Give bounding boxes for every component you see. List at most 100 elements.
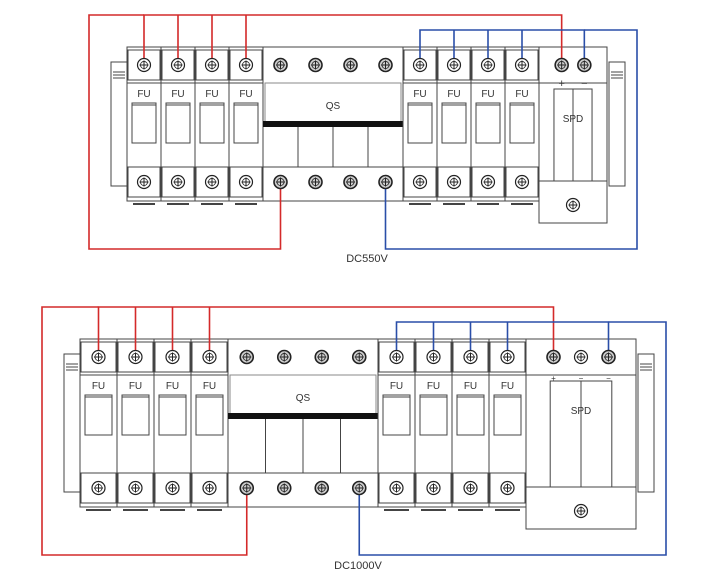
wires-layer xyxy=(41,14,667,556)
screw-terminal-icon xyxy=(463,349,478,365)
fuse-label: FU xyxy=(171,89,184,100)
din-clip-icon xyxy=(63,353,81,493)
diagram-caption: DC1000V xyxy=(334,560,382,572)
fuse-holder xyxy=(509,102,535,144)
din-clip-icon xyxy=(608,61,626,187)
fuse-holder xyxy=(407,102,433,144)
fuse-holder xyxy=(195,394,224,436)
screw-terminal-icon xyxy=(378,57,393,73)
screw-terminal-icon xyxy=(276,480,292,496)
spd-terminal-sign: + xyxy=(551,374,556,383)
screw-terminal-icon xyxy=(91,480,106,496)
screw-terminal-icon xyxy=(412,174,428,190)
fuse-module xyxy=(126,46,162,205)
screw-terminal-icon xyxy=(378,174,393,190)
screw-terminal-icon xyxy=(351,480,367,496)
screw-terminal-icon xyxy=(389,480,404,496)
screw-terminal-icon xyxy=(412,57,428,73)
surge-protector-spd xyxy=(538,46,608,224)
screw-terminal-icon xyxy=(202,480,217,496)
screw-terminal-icon xyxy=(128,480,143,496)
din-clip-icon xyxy=(637,353,655,493)
wire xyxy=(395,321,610,357)
screw-terminal-icon xyxy=(136,174,152,190)
screw-terminal-icon xyxy=(308,57,323,73)
screw-terminal-icon xyxy=(446,174,462,190)
screw-terminal-icon xyxy=(238,174,254,190)
screw-terminal-icon xyxy=(577,57,592,73)
screw-terminal-icon xyxy=(480,57,496,73)
spd-label: SPD xyxy=(563,114,584,125)
screw-terminal-icon xyxy=(202,349,217,365)
wire xyxy=(358,321,667,556)
screw-terminal-icon xyxy=(601,349,616,365)
fuse-label: FU xyxy=(447,89,460,100)
spd-terminal-sign: − xyxy=(606,374,611,383)
spd-terminal-sign: − xyxy=(579,374,584,383)
spd-plus-sign: + xyxy=(558,78,564,90)
screw-terminal-icon xyxy=(554,57,569,73)
fuse-holder xyxy=(441,102,467,144)
qs-handle-bar xyxy=(263,121,403,127)
screw-terminal-icon xyxy=(573,503,589,519)
screw-terminal-icon xyxy=(170,174,186,190)
screw-terminal-icon xyxy=(343,57,358,73)
screw-terminal-icon xyxy=(343,174,358,190)
qs-handle-bar xyxy=(228,413,378,419)
fuse-label: FU xyxy=(205,89,218,100)
screw-terminal-icon xyxy=(573,349,589,365)
screw-terminal-icon xyxy=(514,174,530,190)
screw-terminal-icon xyxy=(204,174,220,190)
screw-terminal-icon xyxy=(514,57,530,73)
wire xyxy=(419,29,586,65)
fuse-holder xyxy=(199,102,225,144)
fuse-label: FU xyxy=(501,381,514,392)
screw-terminal-icon xyxy=(238,57,254,73)
surge-protector-spd xyxy=(525,338,637,530)
fuse-holder xyxy=(165,102,191,144)
fuse-label: FU xyxy=(390,381,403,392)
terminals-layer xyxy=(91,57,616,519)
fuse-holder xyxy=(121,394,150,436)
screw-terminal-icon xyxy=(128,349,143,365)
qs-label-panel xyxy=(264,82,402,124)
fuse-label: FU xyxy=(239,89,252,100)
fuse-bottom-block xyxy=(127,166,161,198)
fuse-label: FU xyxy=(203,381,216,392)
screw-terminal-icon xyxy=(426,480,441,496)
isolator-switch-qs xyxy=(227,338,379,508)
screw-terminal-icon xyxy=(276,349,292,365)
fuse-label: FU xyxy=(92,381,105,392)
screw-terminal-icon xyxy=(314,480,330,496)
fuse-holder xyxy=(419,394,448,436)
qs-label-panel xyxy=(229,374,377,416)
screw-terminal-icon xyxy=(314,349,330,365)
fuse-holder xyxy=(382,394,411,436)
qs-label: QS xyxy=(296,393,311,404)
screw-terminal-icon xyxy=(204,57,220,73)
screw-terminal-icon xyxy=(546,349,561,365)
wire xyxy=(143,14,563,65)
fuse-label: FU xyxy=(129,381,142,392)
fuse-label: FU xyxy=(515,89,528,100)
screw-terminal-icon xyxy=(351,349,367,365)
screw-terminal-icon xyxy=(389,349,404,365)
fuse-holder xyxy=(84,394,113,436)
fuse-label: FU xyxy=(413,89,426,100)
fuse-module xyxy=(79,338,118,511)
fuse-holder xyxy=(456,394,485,436)
wire xyxy=(384,29,638,250)
fuse-label: FU xyxy=(166,381,179,392)
fuse-holder xyxy=(158,394,187,436)
screw-terminal-icon xyxy=(165,480,180,496)
fuse-holder xyxy=(493,394,522,436)
screw-terminal-icon xyxy=(480,174,496,190)
fuse-label: FU xyxy=(137,89,150,100)
screw-terminal-icon xyxy=(308,174,323,190)
wire xyxy=(97,306,555,357)
fuse-holder xyxy=(475,102,501,144)
fuse-label: FU xyxy=(464,381,477,392)
